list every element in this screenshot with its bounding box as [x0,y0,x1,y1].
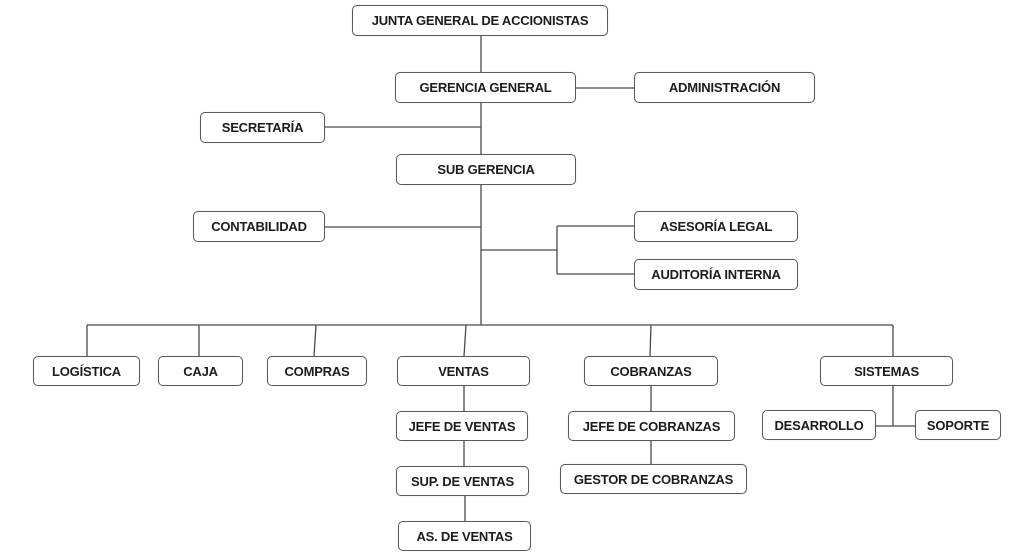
node-contabilidad: CONTABILIDAD [193,211,325,242]
connector-sistemas-children [876,386,915,427]
node-sub-gerencia: SUB GERENCIA [396,154,576,185]
connector-staff-bracket [481,225,634,275]
node-gerencia-general: GERENCIA GENERAL [395,72,576,103]
connector-compras [313,324,317,357]
node-sup-de-ventas: SUP. DE VENTAS [396,466,529,496]
node-administracion: ADMINISTRACIÓN [634,72,815,103]
node-caja: CAJA [158,356,243,386]
connector-cobranzas [649,324,652,357]
node-junta-general-de-accionistas: JUNTA GENERAL DE ACCIONISTAS [352,5,608,36]
node-as-de-ventas: AS. DE VENTAS [398,521,531,551]
node-gestor-de-cobranzas: GESTOR DE COBRANZAS [560,464,747,494]
node-cobranzas: COBRANZAS [584,356,718,386]
node-sistemas: SISTEMAS [820,356,953,386]
node-compras: COMPRAS [267,356,367,386]
node-asesoria-legal: ASESORÍA LEGAL [634,211,798,242]
node-secretaria: SECRETARÍA [200,112,325,143]
node-jefe-de-cobranzas: JEFE DE COBRANZAS [568,411,735,441]
connector-ventas [463,324,467,357]
node-auditoria-interna: AUDITORÍA INTERNA [634,259,798,290]
node-logistica: LOGÍSTICA [33,356,140,386]
node-ventas: VENTAS [397,356,530,386]
node-soporte: SOPORTE [915,410,1001,440]
node-jefe-de-ventas: JEFE DE VENTAS [396,411,528,441]
node-desarrollo: DESARROLLO [762,410,876,440]
